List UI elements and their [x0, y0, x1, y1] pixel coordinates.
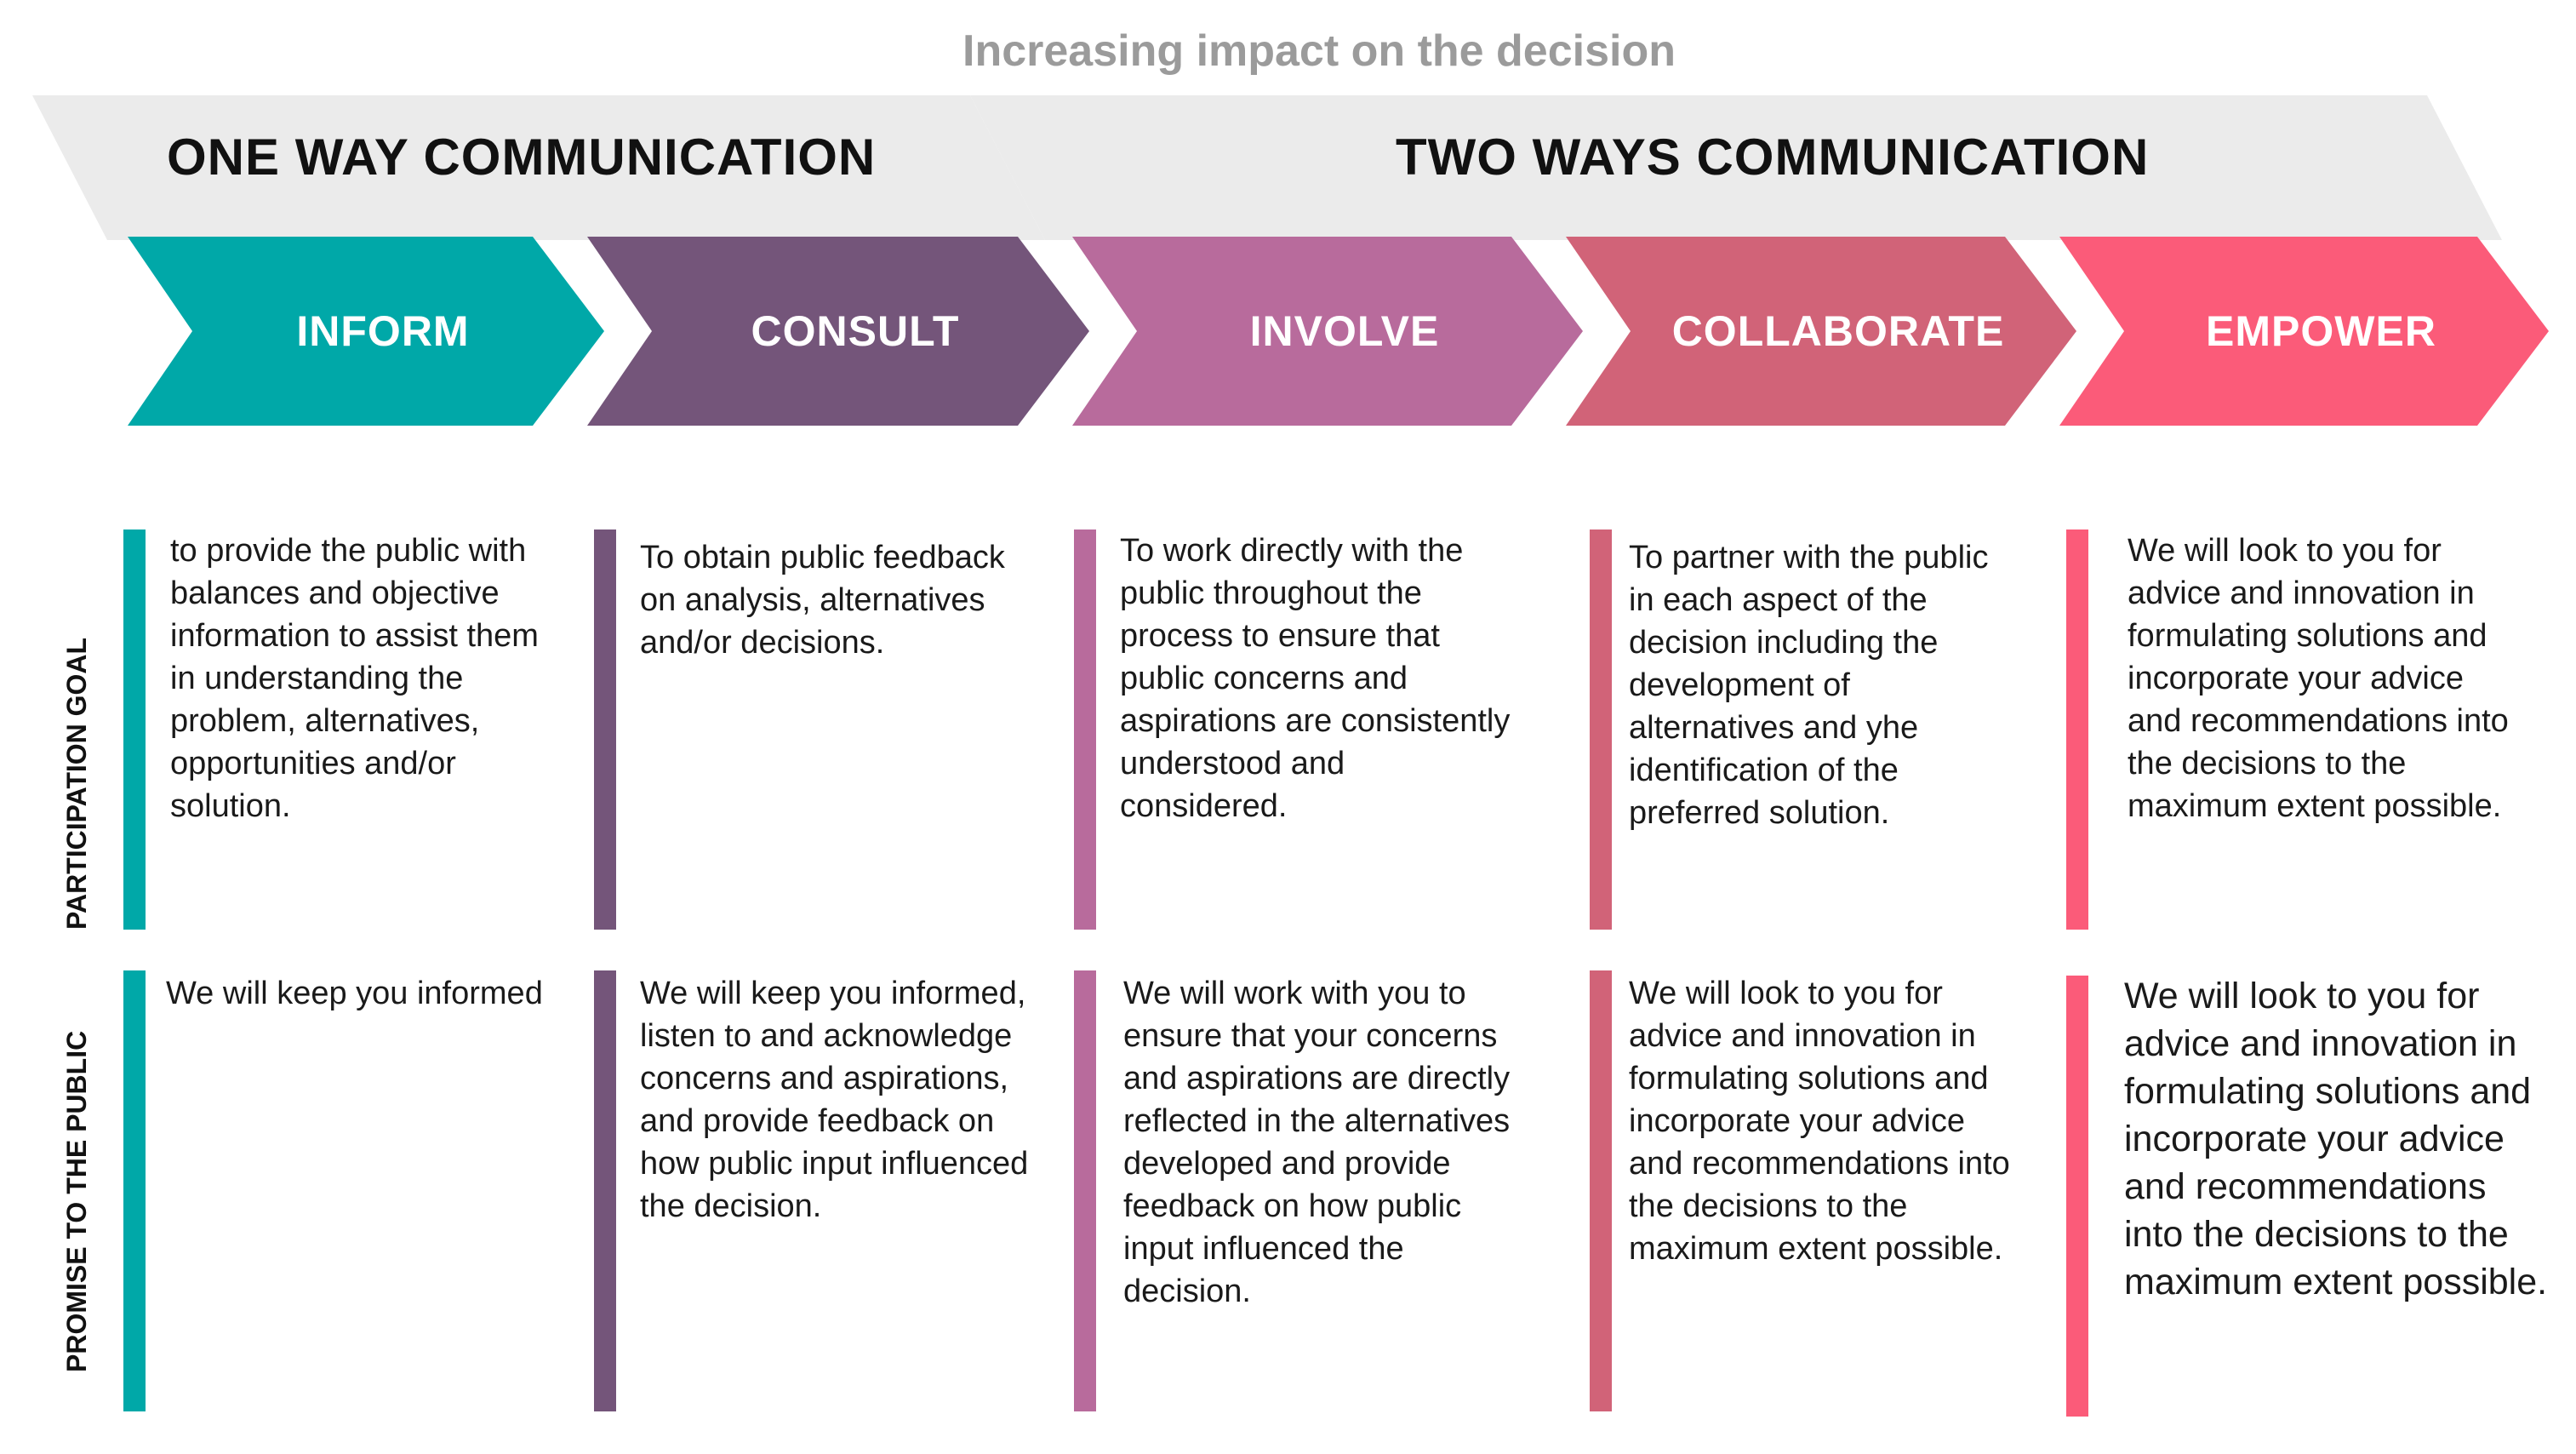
goal-bar-collaborate — [1590, 530, 1612, 930]
promise-text-involve: We will work with you to ensure that you… — [1123, 976, 1511, 1309]
chevron-collaborate-label: COLLABORATE — [1671, 307, 2005, 355]
goal-bar-involve — [1074, 530, 1096, 930]
goal-text-consult: To obtain public feedback on analysis, a… — [640, 540, 1005, 661]
goal-bar-consult — [594, 530, 616, 930]
goal-bar-empower — [2066, 530, 2088, 930]
promise-text-empower: We will look to you for advice and innov… — [2124, 976, 2548, 1302]
chevron-consult-label: CONSULT — [751, 307, 960, 355]
promise-text-consult: We will keep you informed, listen to and… — [640, 976, 1029, 1224]
two-way-label: TWO WAYS COMMUNICATION — [1396, 129, 2150, 186]
goal-text-inform: to provide the public with balances and … — [170, 533, 539, 824]
chevron-collaborate: COLLABORATE — [1566, 237, 2076, 426]
row-label-participation-goal: PARTICIPATION GOAL — [61, 637, 92, 930]
promise-text-collaborate: We will look to you for advice and innov… — [1629, 976, 2010, 1267]
promise-text-inform: We will keep you informed — [166, 976, 543, 1011]
goal-text-empower: We will look to you for advice and innov… — [2128, 533, 2509, 824]
promise-bar-consult — [594, 970, 616, 1411]
chevron-inform-label: INFORM — [296, 307, 470, 355]
chevron-empower: EMPOWER — [2059, 237, 2549, 426]
goal-bar-inform — [123, 530, 146, 930]
promise-bar-inform — [123, 970, 146, 1411]
promise-bar-empower — [2066, 976, 2088, 1417]
chevron-involve: INVOLVE — [1072, 237, 1583, 426]
chevron-involve-label: INVOLVE — [1249, 307, 1440, 355]
chevron-consult: CONSULT — [587, 237, 1089, 426]
chevron-inform: INFORM — [128, 237, 604, 426]
two-way-band — [970, 95, 2502, 240]
one-way-label: ONE WAY COMMUNICATION — [167, 129, 877, 186]
one-way-band — [32, 95, 1045, 240]
promise-bar-involve — [1074, 970, 1096, 1411]
goal-text-collaborate: To partner with the public in each aspec… — [1629, 540, 1989, 831]
row-label-promise: PROMISE TO THE PUBLIC — [61, 1030, 92, 1372]
goal-text-involve: To work directly with the public through… — [1120, 533, 1511, 824]
impact-caption: Increasing impact on the decision — [962, 26, 1676, 76]
chevron-empower-label: EMPOWER — [2206, 307, 2436, 355]
promise-bar-collaborate — [1590, 970, 1612, 1411]
